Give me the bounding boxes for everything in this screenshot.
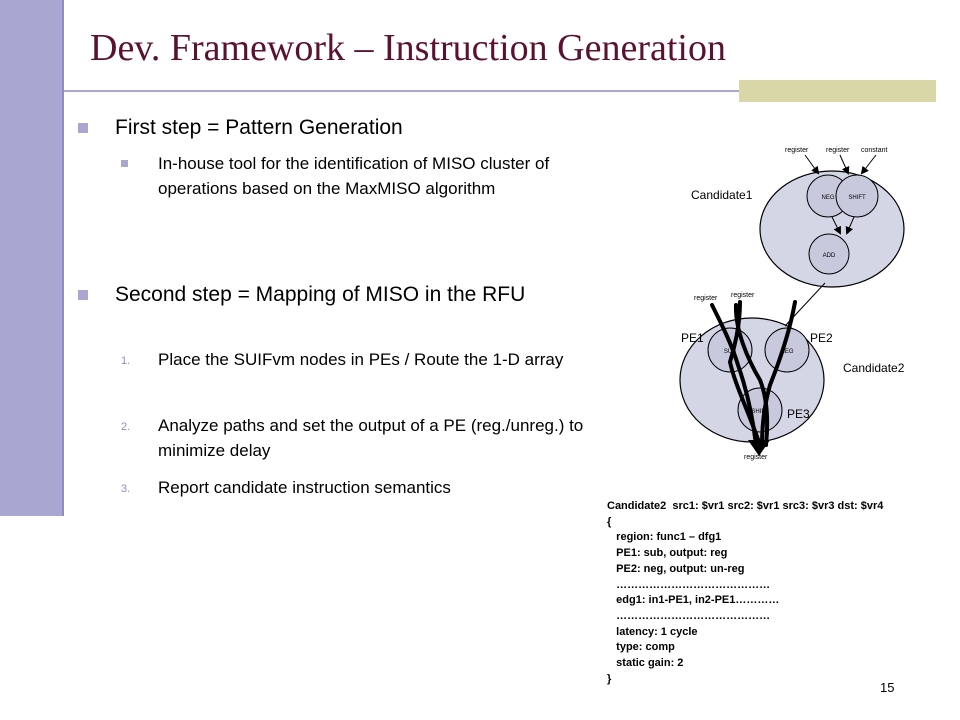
edge-arrow <box>831 216 841 235</box>
node-add-label: ADD <box>823 253 836 259</box>
pe1-label: PE1 <box>681 331 704 345</box>
code-line: type: comp <box>607 641 675 654</box>
edge-arrow <box>804 154 820 175</box>
sub-bullet-square-icon <box>121 160 128 167</box>
code-line: edg1: in1-PE1, in2-PE1………… <box>607 594 780 607</box>
code-line: static gain: 2 <box>607 657 684 670</box>
step-item: 2. Analyze paths and set the output of a… <box>121 413 608 463</box>
candidate-semantics-code: Candidate2 src1: $vr1 src2: $vr1 src3: $… <box>607 499 883 687</box>
code-line: latency: 1 cycle <box>607 625 698 638</box>
code-line: { <box>607 515 612 528</box>
node-shift-2-label: SHIFT <box>751 409 769 415</box>
node-neg-2 <box>764 327 810 373</box>
code-line: Candidate2 src1: $vr1 src2: $vr1 src3: $… <box>607 500 884 512</box>
title-accent-block <box>739 80 936 102</box>
node-neg-label: NEG <box>821 195 834 201</box>
step-number: 3. <box>121 483 131 495</box>
step-number: 1. <box>121 355 131 367</box>
pe3-label: PE3 <box>787 407 810 421</box>
step-text: Analyze paths and set the output of a PE… <box>158 416 584 460</box>
code-line: …………………………………… <box>607 578 771 591</box>
bullet-square-icon <box>78 290 88 300</box>
code-line: …………………………………… <box>607 609 771 622</box>
code-line: region: func1 – dfg1 <box>607 531 722 544</box>
left-accent-bar <box>0 0 64 516</box>
bullet-first-step: First step = Pattern Generation <box>78 112 595 144</box>
candidate1-label: Candidate1 <box>691 188 753 202</box>
step-item: 3. Report candidate instruction semantic… <box>121 475 598 500</box>
node-neg-2-label: NEG <box>780 349 793 355</box>
title-underline <box>64 90 936 92</box>
input-register-label: register <box>694 295 718 302</box>
output-arrow-head <box>748 440 770 456</box>
step-item: 1. Place the SUIFvm nodes in PEs / Route… <box>121 347 598 372</box>
pe2-label: PE2 <box>810 331 833 345</box>
input-register-label: register <box>785 147 809 154</box>
input-register-label: register <box>826 147 850 154</box>
step-number: 2. <box>121 421 131 433</box>
code-line: PE1: sub, output: reg <box>607 547 728 560</box>
routing-paths <box>710 300 797 447</box>
sub-bullet-tool: In-house tool for the identification of … <box>121 151 608 201</box>
node-add <box>808 233 850 275</box>
edge-arrow <box>839 154 850 175</box>
step-text: Report candidate instruction semantics <box>158 478 451 497</box>
code-line: } <box>607 672 612 685</box>
node-sub-label: SUB <box>724 349 736 355</box>
page-number: 15 <box>880 680 895 695</box>
bullet-square-icon <box>78 123 88 133</box>
edge-arrow <box>860 154 877 175</box>
bullet-second-step: Second step = Mapping of MISO in the RFU <box>78 279 595 311</box>
step-text: Place the SUIFvm nodes in PEs / Route th… <box>158 350 564 369</box>
edge-arrow <box>845 216 855 235</box>
slide-title: Dev. Framework – Instruction Generation <box>90 27 726 69</box>
bullet-first-text: First step = Pattern Generation <box>115 116 403 139</box>
candidate2-label: Candidate2 <box>843 361 905 375</box>
bullet-second-text: Second step = Mapping of MISO in the RFU <box>115 283 526 306</box>
code-line: PE2: neg, output: un-reg <box>607 562 745 575</box>
node-shift-label: SHIFT <box>848 195 866 201</box>
input-constant-label: constant <box>861 147 888 154</box>
output-register-label: register <box>744 454 768 461</box>
node-shift <box>835 174 879 218</box>
sub-bullet-tool-text: In-house tool for the identification of … <box>158 154 550 198</box>
input-register-label: register <box>731 292 755 299</box>
